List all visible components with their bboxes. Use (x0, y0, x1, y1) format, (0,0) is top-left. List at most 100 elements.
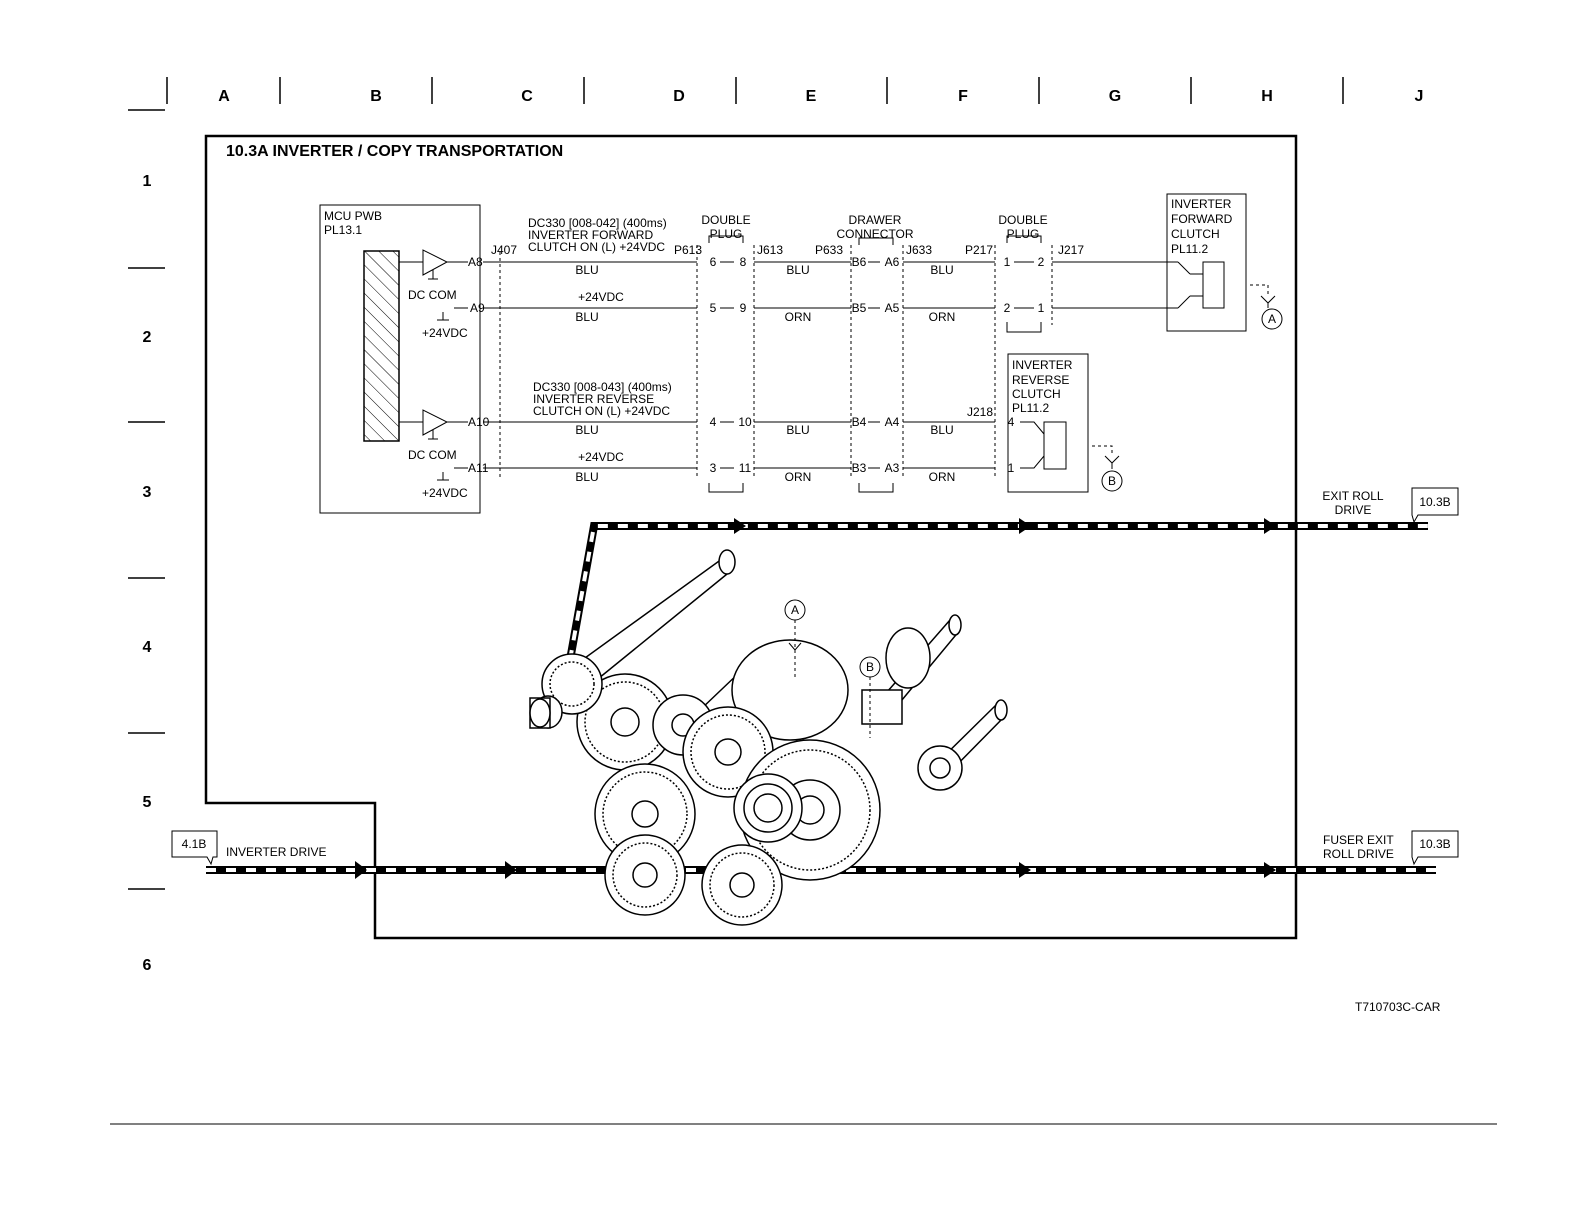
inverter-drive-ref: 4.1B (182, 837, 207, 851)
gear-assembly-illustration (529, 549, 1008, 926)
row-label-5: 5 (143, 794, 152, 811)
label-j633: J633 (906, 243, 932, 257)
exit-roll-ref-tag (1411, 487, 1459, 524)
dc-com-fwd: DC COM (408, 288, 457, 302)
double-plug-2-line2: PLUG (1007, 227, 1040, 241)
column-labels: A B C D E F G H J (218, 88, 1423, 105)
double-plug-2-line1: DOUBLE (998, 213, 1047, 227)
mcu-label: MCU PWB (324, 209, 382, 223)
inverter-drive-label: INVERTER DRIVE (226, 845, 326, 859)
drawer-pin-a3: A3 (885, 461, 900, 475)
fwd-signal-line2: INVERTER FORWARD (528, 228, 653, 242)
illustration-marker-a: A (791, 603, 799, 617)
fwd-signal-line1: DC330 [008-042] (400ms) (528, 216, 667, 230)
wire-vdc-fwd: +24VDC (578, 290, 624, 304)
drawer-connector: DRAWER CONNECTOR P633 J633 B6 A6 B5 A5 B… (815, 213, 932, 493)
fuser-exit-line1: FUSER EXIT (1323, 833, 1394, 847)
wire-color-e1: BLU (786, 263, 809, 277)
inverter-forward-clutch: INVERTER FORWARD CLUTCH PL11.2 A (1166, 193, 1283, 332)
plug1-pin-6: 6 (710, 255, 717, 269)
dc-com-rev: DC COM (408, 448, 457, 462)
driver-buffer-rev (422, 409, 449, 436)
wires (483, 261, 1203, 469)
wire-vdc-rev: +24VDC (578, 450, 624, 464)
label-j613: J613 (757, 243, 783, 257)
drawer-pin-b3: B3 (852, 461, 867, 475)
fuser-exit-line2: ROLL DRIVE (1323, 847, 1394, 861)
column-label-g: G (1109, 88, 1121, 105)
marker-a-label: A (1268, 312, 1276, 326)
drawer-pin-b6: B6 (852, 255, 867, 269)
plug1-pin-4: 4 (710, 415, 717, 429)
mcu-supply-fwd: +24VDC (422, 326, 468, 340)
fwd-clutch-line2: FORWARD (1171, 212, 1233, 226)
marker-b-label: B (1108, 474, 1116, 488)
inverter-reverse-clutch: INVERTER REVERSE CLUTCH PL11.2 J218 4 1 … (967, 353, 1123, 493)
mcu-chip (363, 250, 400, 442)
wire-color-e3: BLU (786, 423, 809, 437)
row-label-4: 4 (143, 639, 152, 656)
plug2-pin-1b: 1 (1038, 301, 1045, 315)
drawer-label: DRAWER (849, 213, 902, 227)
plug1-pin-9: 9 (740, 301, 747, 315)
plug2-pin-2b: 2 (1004, 301, 1011, 315)
drawer-pin-b4: B4 (852, 415, 867, 429)
marker-a-circle (1261, 308, 1283, 330)
fwd-clutch-line4: PL11.2 (1171, 242, 1208, 256)
exit-roll-drive-path: EXIT ROLL DRIVE 10.3B (566, 487, 1459, 661)
label-p613: P613 (674, 243, 702, 257)
connector-label: CONNECTOR (836, 227, 913, 241)
main-frame (204, 134, 1298, 940)
pin-a11: A11 (468, 461, 489, 475)
label-j217: J217 (1058, 243, 1084, 257)
figure-id: T710703C-CAR (1355, 1000, 1441, 1014)
illustration-callouts: A B (784, 599, 881, 738)
row-label-1: 1 (143, 173, 152, 190)
rev-signal-line3: CLUTCH ON (L) +24VDC (533, 404, 670, 418)
rev-clutch-coil (1043, 421, 1067, 470)
column-label-c: C (521, 88, 533, 105)
pin-a9: A9 (470, 301, 485, 315)
wire-color-f4: ORN (929, 470, 956, 484)
plug1-pin-8: 8 (740, 255, 747, 269)
row-dividers (128, 267, 165, 890)
column-label-d: D (673, 88, 685, 105)
pin-a8: A8 (468, 255, 483, 269)
exit-roll-line2: DRIVE (1335, 503, 1372, 517)
pin-a10: A10 (468, 415, 490, 429)
wire-color-e4: ORN (785, 470, 812, 484)
row-label-6: 6 (143, 957, 152, 974)
wire-color-fwd-sig: BLU (575, 263, 598, 277)
plug2-pin-2: 2 (1038, 255, 1045, 269)
driver-buffer-fwd (422, 249, 449, 276)
drawer-pin-b5: B5 (852, 301, 867, 315)
plug1-pin-11: 11 (739, 461, 752, 475)
plug2-pin-1: 1 (1004, 255, 1011, 269)
exit-roll-line1: EXIT ROLL (1322, 489, 1383, 503)
wire-color-e2: ORN (785, 310, 812, 324)
column-dividers (128, 77, 1344, 111)
row-label-2: 2 (143, 329, 152, 346)
drawer-pin-a6: A6 (885, 255, 900, 269)
rev-signal-line2: INVERTER REVERSE (533, 392, 654, 406)
label-p633: P633 (815, 243, 843, 257)
label-p217: P217 (965, 243, 993, 257)
mcu-part: PL13.1 (324, 223, 362, 237)
illustration-marker-b: B (866, 660, 874, 674)
row-label-3: 3 (143, 484, 152, 501)
plug1-pin-5: 5 (710, 301, 717, 315)
wire-color-rev-sig: BLU (575, 423, 598, 437)
rev-clutch-line2: REVERSE (1012, 373, 1069, 387)
exit-roll-ref: 10.3B (1419, 495, 1450, 509)
drawer-pin-a5: A5 (885, 301, 900, 315)
plug1-pin-10: 10 (738, 415, 752, 429)
wire-color-f1: BLU (930, 263, 953, 277)
wire-labels: BLU +24VDC BLU BLU +24VDC BLU BLU ORN BL… (575, 263, 955, 484)
double-plug-1-line2: PLUG (710, 227, 743, 241)
rev-signal-line1: DC330 [008-043] (400ms) (533, 380, 672, 394)
column-label-h: H (1261, 88, 1273, 105)
fwd-signal-line3: CLUTCH ON (L) +24VDC (528, 240, 665, 254)
column-label-e: E (806, 88, 817, 105)
wire-color-fwd-pwr: BLU (575, 310, 598, 324)
mcu-supply-rev: +24VDC (422, 486, 468, 500)
